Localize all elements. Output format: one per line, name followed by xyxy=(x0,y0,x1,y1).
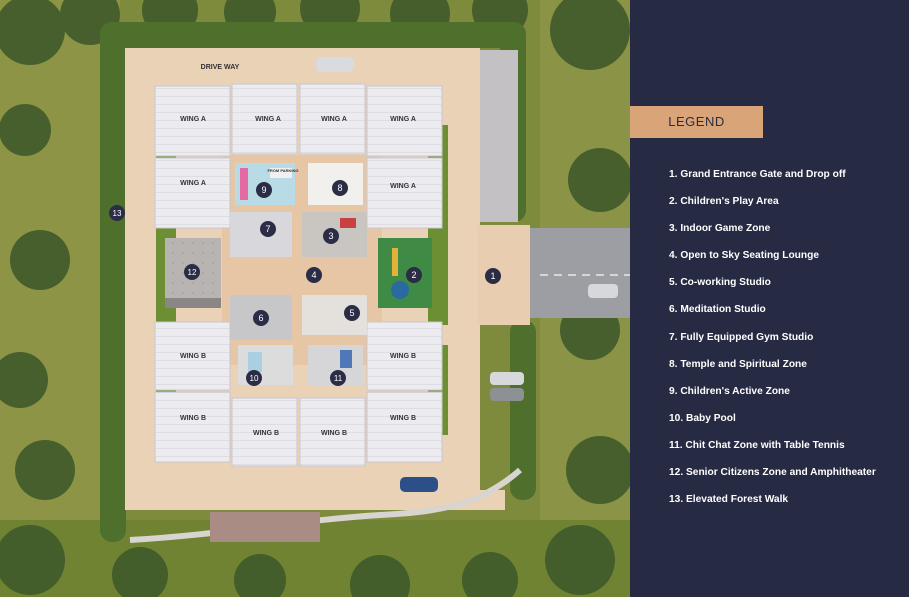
marker-13: 13 xyxy=(109,205,125,221)
legend-item: 4. Open to Sky Seating Lounge xyxy=(669,250,820,262)
wing-b-label: WING B xyxy=(253,430,279,437)
marker-1: 1 xyxy=(485,268,501,284)
wing-a-label: WING A xyxy=(390,116,416,123)
legend-item: 3. Indoor Game Zone xyxy=(669,223,771,235)
legend-item: 8. Temple and Spiritual Zone xyxy=(669,358,807,370)
gym-studio xyxy=(230,212,292,257)
svg-text:6: 6 xyxy=(258,313,263,323)
legend-panel: LEGEND 1. Grand Entrance Gate and Drop o… xyxy=(630,0,909,597)
legend-item: 5. Co-working Studio xyxy=(669,277,771,289)
marker-10: 10 xyxy=(246,370,262,386)
wing-a-label: WING A xyxy=(390,183,416,190)
svg-text:9: 9 xyxy=(261,185,266,195)
legend-item: 6. Meditation Studio xyxy=(669,304,766,316)
legend-item: 7. Fully Equipped Gym Studio xyxy=(669,331,814,343)
svg-text:1: 1 xyxy=(490,271,495,281)
legend-item: 10. Baby Pool xyxy=(669,412,736,424)
wing-b-label: WING B xyxy=(390,415,416,422)
forest-trees xyxy=(0,0,630,597)
marker-9: 9 xyxy=(256,182,272,198)
site-plan: DRIVE WAY WING A WING A WING A WING A WI… xyxy=(0,0,630,597)
wing-b-label: WING B xyxy=(180,415,206,422)
svg-text:13: 13 xyxy=(113,209,122,218)
svg-text:8: 8 xyxy=(337,183,342,193)
svg-text:12: 12 xyxy=(188,268,197,277)
marker-5: 5 xyxy=(344,305,360,321)
legend-item: 9. Children's Active Zone xyxy=(669,385,790,397)
marker-4: 4 xyxy=(306,267,322,283)
legend-title: LEGEND xyxy=(630,106,763,138)
legend-item: 12. Senior Citizens Zone and Amphitheate… xyxy=(669,467,876,479)
legend-item: 2. Children's Play Area xyxy=(669,196,779,208)
wing-b-label: WING B xyxy=(180,353,206,360)
svg-text:7: 7 xyxy=(265,224,270,234)
marker-2: 2 xyxy=(406,267,422,283)
legend-item: 1. Grand Entrance Gate and Drop off xyxy=(669,169,846,180)
markers: 1 2 3 4 5 6 7 8 9 10 11 12 13 xyxy=(109,180,501,386)
svg-text:11: 11 xyxy=(334,374,343,383)
svg-text:5: 5 xyxy=(349,308,354,318)
legend-item: 11. Chit Chat Zone with Table Tennis xyxy=(669,439,845,451)
marker-8: 8 xyxy=(332,180,348,196)
svg-text:2: 2 xyxy=(411,270,416,280)
from-parking-label: FROM PARKING xyxy=(267,168,298,173)
legend-list: 1. Grand Entrance Gate and Drop off 2. C… xyxy=(669,168,876,520)
wing-a-label: WING A xyxy=(321,116,347,123)
wing-a-buildings xyxy=(154,83,443,229)
marker-6: 6 xyxy=(253,310,269,326)
wing-a-label: WING A xyxy=(255,116,281,123)
wing-b-label: WING B xyxy=(390,353,416,360)
svg-text:4: 4 xyxy=(311,270,316,280)
legend-item: 13. Elevated Forest Walk xyxy=(669,494,789,506)
svg-text:3: 3 xyxy=(328,231,333,241)
wing-b-buildings xyxy=(154,321,443,467)
wing-b-label: WING B xyxy=(321,430,347,437)
drive-way-label: DRIVE WAY xyxy=(201,64,240,71)
wing-a-label: WING A xyxy=(180,180,206,187)
wing-a-label: WING A xyxy=(180,116,206,123)
marker-3: 3 xyxy=(323,228,339,244)
marker-11: 11 xyxy=(330,370,346,386)
play-area xyxy=(378,238,432,308)
marker-12: 12 xyxy=(184,264,200,280)
svg-text:10: 10 xyxy=(250,374,259,383)
access-road xyxy=(530,228,630,318)
marker-7: 7 xyxy=(260,221,276,237)
